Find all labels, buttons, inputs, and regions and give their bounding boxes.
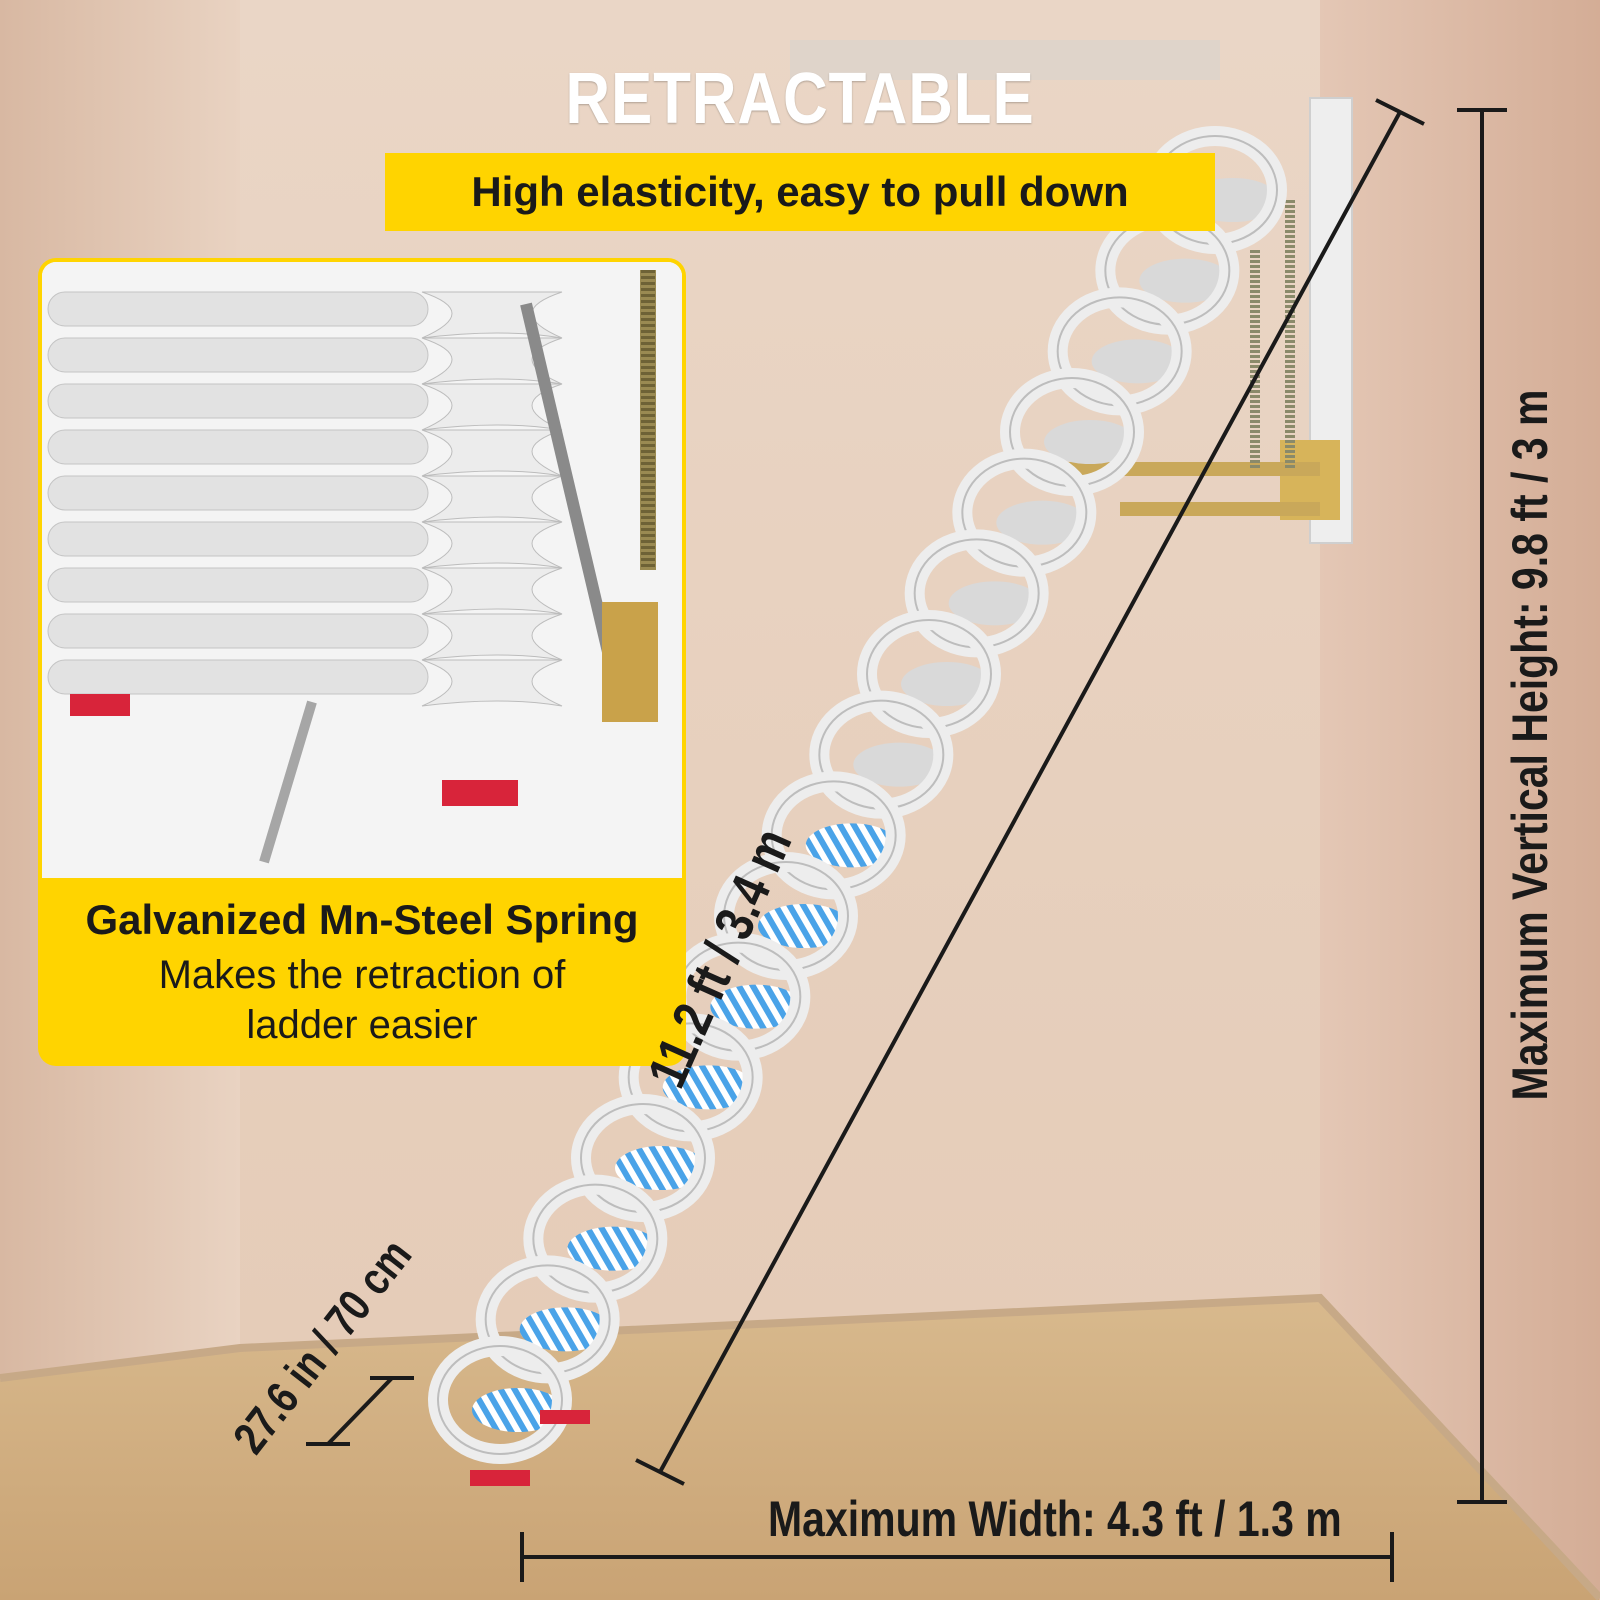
- scissor-ladder: [428, 126, 1287, 1486]
- vertical-dimension-line: [1457, 108, 1507, 1504]
- rail-bar: [47, 383, 429, 419]
- rail-bar: [47, 337, 429, 373]
- ladder-link-outline: [437, 1345, 563, 1455]
- ladder-foot: [540, 1410, 590, 1424]
- curved-link: [421, 383, 563, 431]
- red-foot: [70, 694, 130, 716]
- rail-bar: [47, 567, 429, 603]
- ladder-tread: [901, 662, 993, 706]
- rail-bar: [47, 521, 429, 557]
- curved-link: [421, 521, 563, 569]
- spring-detail-inset: Galvanized Mn-Steel Spring Makes the ret…: [38, 258, 686, 1066]
- floor: [0, 1300, 1600, 1600]
- pull-rod: [520, 302, 614, 654]
- curved-link: [421, 475, 563, 523]
- curved-link: [421, 567, 563, 615]
- vertical-height-label: Maximum Vertical Height: 9.8 ft / 3 m: [1502, 389, 1558, 1101]
- ladder-tread: [615, 1146, 707, 1190]
- wall-mount-bracket: [1060, 97, 1353, 544]
- pole: [259, 700, 317, 864]
- ladder-tread: [1139, 258, 1232, 303]
- ladder-tread: [1091, 339, 1184, 384]
- ladder-foot: [470, 1470, 530, 1486]
- curved-link: [421, 429, 563, 477]
- ladder-tread: [710, 984, 803, 1029]
- ladder-tread: [853, 742, 946, 787]
- ceiling-hatch: [790, 40, 1220, 80]
- subheadline-banner: High elasticity, easy to pull down: [385, 153, 1215, 231]
- rail-bar: [47, 613, 429, 649]
- rail-bar: [47, 291, 429, 327]
- rail-bar: [47, 659, 429, 695]
- rail-bar: [47, 475, 429, 511]
- red-foot-2: [442, 780, 518, 806]
- spring-closeup-photo: [42, 262, 682, 878]
- ladder-tread: [996, 500, 1089, 545]
- right-wall: [1320, 0, 1600, 1600]
- step-width-dimension-line: [306, 1376, 414, 1446]
- curved-link: [421, 659, 563, 707]
- ladder-tread: [567, 1226, 660, 1271]
- ladder-tread: [758, 904, 850, 948]
- inset-description: Makes the retraction of ladder easier: [158, 953, 566, 1047]
- subheadline: High elasticity, easy to pull down: [471, 168, 1129, 215]
- baseboard: [0, 1293, 1600, 1600]
- hinge-plate: [602, 602, 658, 722]
- curved-link: [421, 613, 563, 661]
- rail-bar: [47, 429, 429, 465]
- width-dimension-line: [520, 1532, 1394, 1582]
- inset-title: Galvanized Mn-Steel Spring: [85, 896, 639, 943]
- ladder-tread: [662, 1065, 755, 1110]
- max-width-label: Maximum Width: 4.3 ft / 1.3 m: [768, 1491, 1342, 1547]
- ladder-tread: [948, 581, 1041, 626]
- diagonal-dimension-line: [635, 98, 1425, 1486]
- folded-ladder-rails: [47, 291, 563, 707]
- spring-icon: [640, 270, 656, 570]
- ladder-tread: [1044, 420, 1136, 464]
- ladder-tread: [805, 823, 898, 868]
- ladder-tread: [519, 1307, 612, 1352]
